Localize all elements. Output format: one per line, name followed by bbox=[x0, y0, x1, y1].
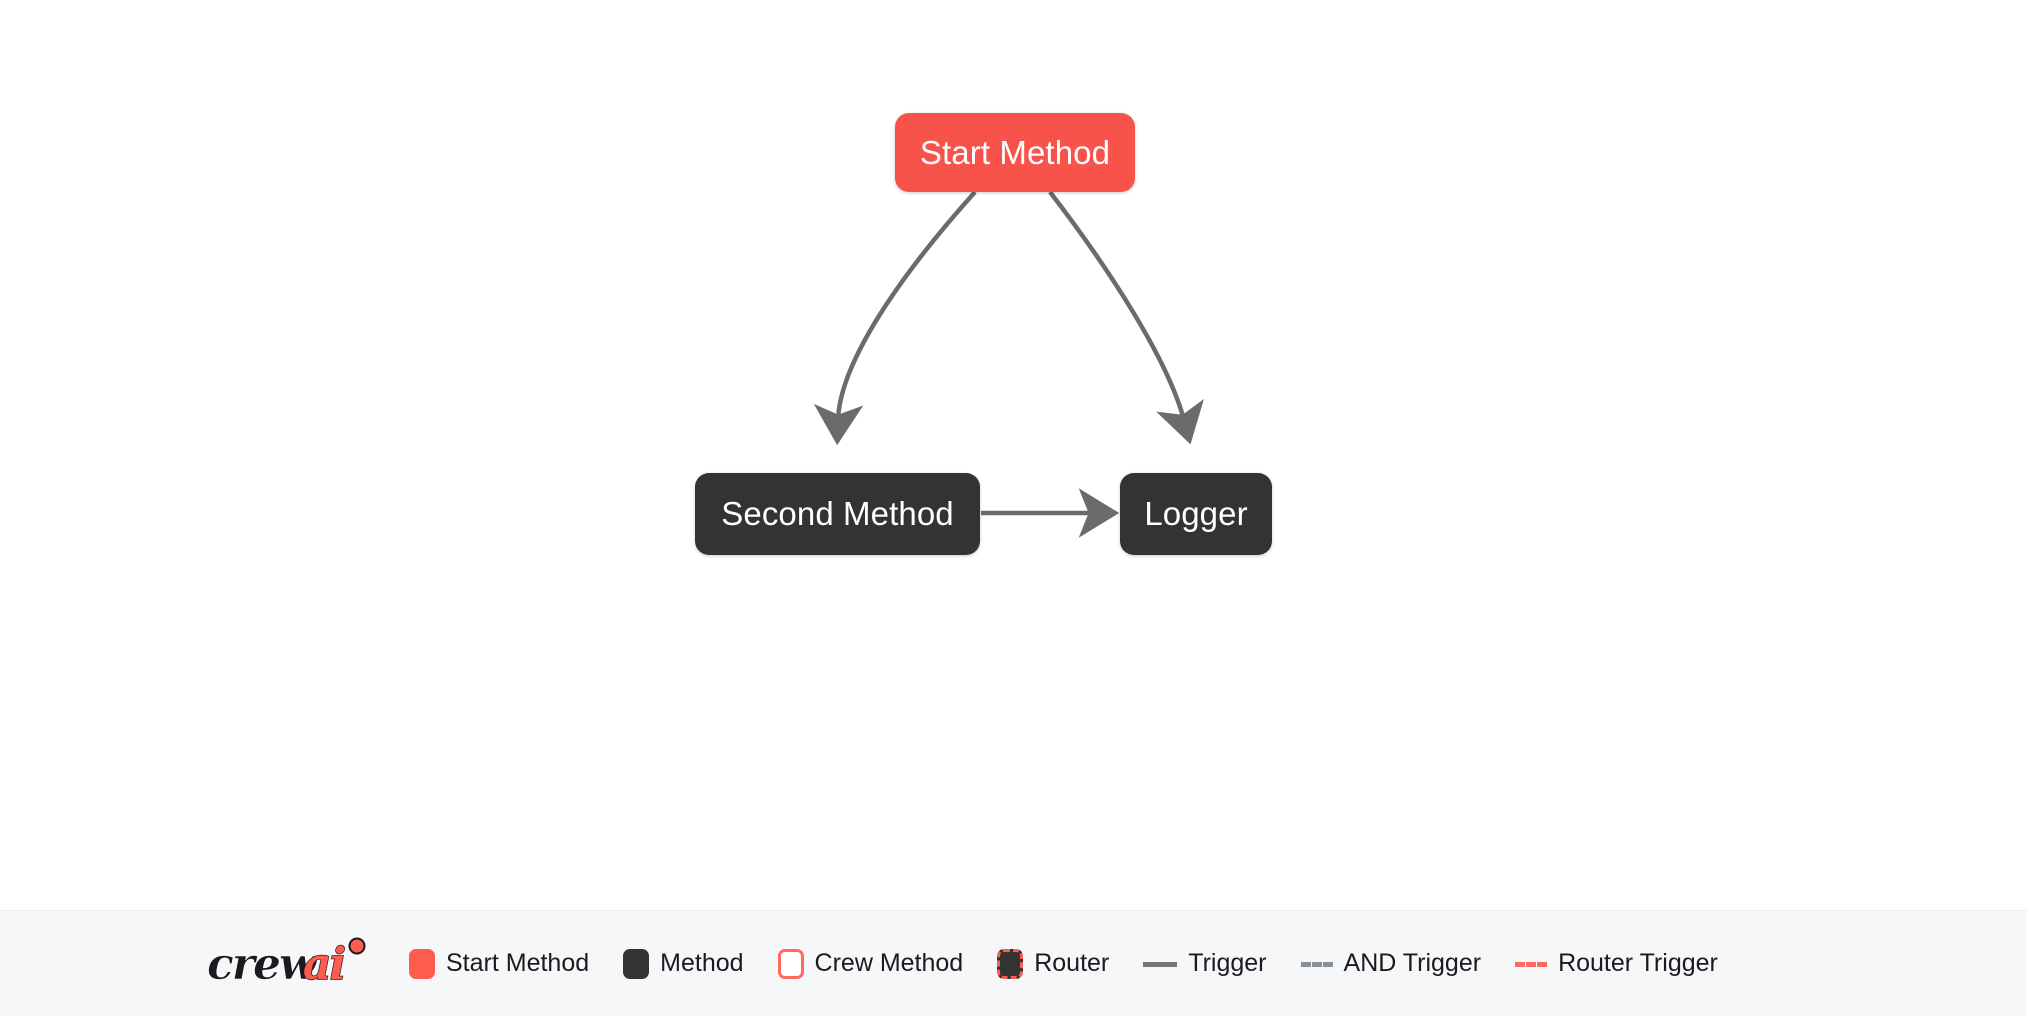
svg-text:ai: ai bbox=[303, 939, 345, 990]
crewai-logo: crew ai bbox=[207, 937, 366, 990]
router-trigger-line-icon bbox=[1515, 962, 1548, 967]
legend-item-start-method[interactable]: Start Method bbox=[409, 948, 590, 979]
node-second-method[interactable]: Second Method bbox=[695, 473, 980, 555]
legend-items: Start Method Method Crew Method Router T… bbox=[409, 948, 1718, 979]
legend-item-router[interactable]: Router bbox=[997, 948, 1110, 979]
flow-edges-layer bbox=[813, 190, 1204, 538]
node-logger-label: Logger bbox=[1144, 495, 1248, 532]
node-start-method[interactable]: Start Method bbox=[895, 113, 1135, 192]
and-trigger-line-icon bbox=[1300, 962, 1333, 967]
legend-label-router: Router bbox=[1034, 949, 1110, 977]
method-swatch-icon bbox=[623, 948, 650, 979]
legend-item-trigger[interactable]: Trigger bbox=[1143, 949, 1267, 978]
legend-label-start-method: Start Method bbox=[446, 949, 590, 977]
node-start-method-label: Start Method bbox=[919, 133, 1111, 171]
legend-item-and-trigger[interactable]: AND Trigger bbox=[1300, 949, 1482, 978]
edge-start-to-logger bbox=[1048, 190, 1204, 445]
legend-bar: crew ai Start Method Method Crew Method … bbox=[0, 910, 2026, 1016]
legend-item-router-trigger[interactable]: Router Trigger bbox=[1515, 949, 1718, 978]
legend-item-method[interactable]: Method bbox=[623, 948, 744, 979]
trigger-line-icon bbox=[1143, 962, 1178, 967]
legend-label-method: Method bbox=[660, 949, 744, 977]
legend-item-crew-method[interactable]: Crew Method bbox=[777, 948, 964, 979]
router-swatch-icon bbox=[997, 948, 1024, 979]
start-method-swatch-icon bbox=[409, 948, 435, 979]
flow-diagram-canvas[interactable]: Start Method Second Method Logger bbox=[0, 0, 2026, 910]
legend-label-trigger: Trigger bbox=[1188, 949, 1267, 977]
svg-text:crew: crew bbox=[207, 939, 319, 990]
legend-label-crew-method: Crew Method bbox=[814, 949, 964, 977]
node-logger[interactable]: Logger bbox=[1120, 473, 1272, 555]
node-second-method-label: Second Method bbox=[721, 495, 954, 532]
legend-label-and-trigger: AND Trigger bbox=[1343, 949, 1482, 977]
legend-label-router-trigger: Router Trigger bbox=[1558, 949, 1718, 977]
crew-method-swatch-icon bbox=[777, 948, 804, 979]
edge-start-to-second bbox=[813, 190, 977, 446]
